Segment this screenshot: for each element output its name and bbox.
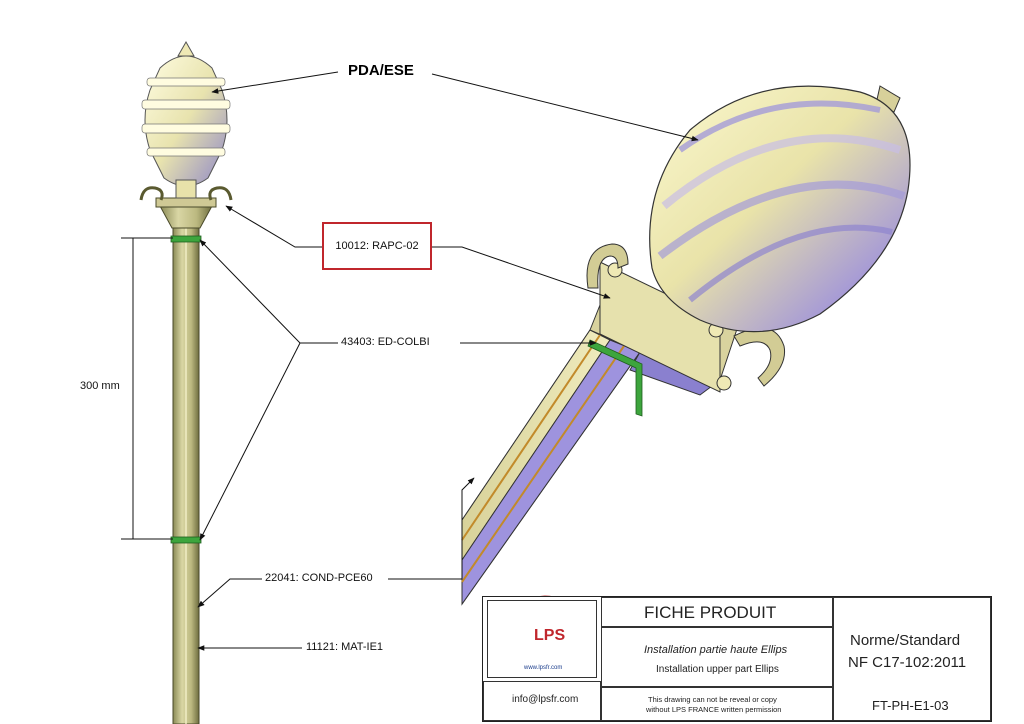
pda-head-large bbox=[649, 85, 911, 333]
label-pda-ese: PDA/ESE bbox=[348, 62, 414, 79]
title-subtitle-fr: Installation partie haute Ellips bbox=[644, 644, 788, 656]
title-norm-value: NF C17-102:2011 bbox=[848, 654, 967, 671]
title-notice-cell: This drawing can not be reveal or copy w… bbox=[601, 687, 833, 721]
label-cond: 22041: COND-PCE60 bbox=[265, 572, 373, 584]
label-mat: 11121: MAT-IE1 bbox=[306, 641, 384, 653]
title-block: FICHE PRODUIT Installation partie haute … bbox=[482, 596, 992, 722]
title-ref: FT-PH-E1-03 bbox=[872, 698, 949, 713]
title-email-cell: info@lpsfr.com bbox=[483, 681, 601, 721]
title-norm-label: Norme/Standard bbox=[850, 632, 961, 649]
pda-3d-view bbox=[461, 85, 911, 606]
title-heading: FICHE PRODUIT bbox=[644, 603, 777, 622]
label-rapc: 10012: RAPC-02 bbox=[335, 240, 419, 252]
leader-lines bbox=[197, 71, 699, 651]
title-norm-cell: Norme/Standard NF C17-102:2011 FT-PH-E1-… bbox=[833, 597, 991, 721]
title-email: info@lpsfr.com bbox=[512, 694, 579, 705]
label-rapc-callout: 10012: RAPC-02 bbox=[322, 222, 432, 270]
title-heading-cell: FICHE PRODUIT bbox=[601, 597, 833, 627]
title-subtitle-en: Installation upper part Ellips bbox=[656, 664, 779, 675]
title-subtitle-cell: Installation partie haute Ellips Install… bbox=[601, 627, 833, 687]
collar bbox=[159, 205, 213, 229]
pda-head-small bbox=[141, 40, 231, 199]
hook-3d bbox=[586, 243, 629, 289]
band-lower bbox=[170, 536, 202, 544]
band-3d bbox=[587, 339, 643, 417]
label-colbi: 43403: ED-COLBI bbox=[341, 336, 430, 348]
lps-logo-url: www.lpsfr.com bbox=[524, 665, 563, 671]
title-notice-2: without LPS FRANCE written permission bbox=[646, 705, 782, 714]
label-dimension: 300 mm bbox=[80, 380, 120, 392]
band-upper bbox=[170, 235, 202, 243]
lps-logo-letters: LPS bbox=[534, 627, 566, 644]
mast-elevation bbox=[139, 40, 233, 724]
rapc-hooks bbox=[139, 186, 164, 201]
title-notice-1: This drawing can not be reveal or copy bbox=[648, 695, 777, 704]
dimension-300mm bbox=[121, 237, 173, 540]
lps-logo: LPS www.lpsfr.com bbox=[487, 600, 597, 678]
